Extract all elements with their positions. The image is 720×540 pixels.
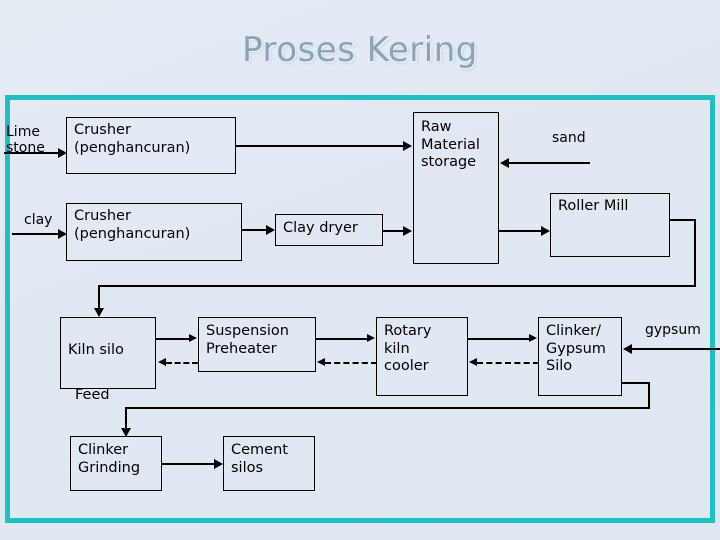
arrowhead-sand-rawstorage <box>500 158 509 168</box>
content-frame <box>5 95 715 523</box>
edge-rollermill-seg1 <box>669 219 696 221</box>
arrowhead-rotarykiln-clinkersilo <box>529 334 537 342</box>
input-label-gypsum: gypsum <box>645 322 701 338</box>
node-kiln-silo-line2: Feed <box>75 387 110 404</box>
edge-gypsum-clinkersilo <box>631 348 720 350</box>
node-suspension-preheater[interactable]: Suspension Preheater <box>198 317 316 372</box>
edge-clinkergrinding-cementsilos <box>162 463 215 465</box>
edge-clinkersilo-seg2 <box>648 382 650 408</box>
arrowhead-kilnsilo-preheater <box>189 334 197 342</box>
edge-preheater-rotarykiln <box>316 338 368 340</box>
arrowhead-gypsum-clinkersilo <box>623 344 632 354</box>
arrowhead-crusherclay-claydryer <box>266 225 275 235</box>
arrowhead-clay-crusher <box>58 229 67 239</box>
node-crusher-clay[interactable]: Crusher (penghancuran) <box>66 203 242 261</box>
arrowhead-clinkersilo-rotarykiln <box>469 358 477 366</box>
arrowhead-preheater-kilnsilo <box>158 358 166 366</box>
arrowhead-crusher-rawstorage <box>403 141 412 151</box>
edge-clinkersilo-seg4 <box>125 407 127 430</box>
node-kiln-silo[interactable]: Kiln silo Feed <box>60 317 156 403</box>
arrowhead-rollermill-kilnsilo <box>94 308 104 317</box>
node-clinker-grinding[interactable]: Clinker Grinding <box>70 436 162 491</box>
arrowhead-preheater-rotarykiln <box>367 334 375 342</box>
edge-claydryer-rawstorage <box>383 230 405 232</box>
node-rotary-kiln-cooler[interactable]: Rotary kiln cooler <box>376 317 468 396</box>
edge-rotarykiln-preheater-dashed <box>325 362 377 364</box>
edge-clinkersilo-rotarykiln-dashed <box>477 362 539 364</box>
input-label-sand: sand <box>552 130 586 146</box>
edge-clinkersilo-seg3 <box>125 407 650 409</box>
arrowhead-claydryer-rawstorage <box>403 226 412 236</box>
node-clay-dryer[interactable]: Clay dryer <box>275 214 383 246</box>
arrowhead-clinkergrinding-cementsilos <box>214 459 223 469</box>
edge-clay-crusher <box>12 233 59 235</box>
node-cement-silos[interactable]: Cement silos <box>223 436 315 491</box>
arrowhead-limestone-crusher <box>58 148 67 158</box>
edge-rotarykiln-clinkersilo <box>468 338 530 340</box>
edge-crusher-rawstorage <box>236 145 404 147</box>
edge-rawstorage-rollermill <box>499 230 543 232</box>
edge-preheater-kilnsilo-dashed <box>166 362 198 364</box>
node-crusher-limestone[interactable]: Crusher (penghancuran) <box>66 117 236 174</box>
page-title: Proses Kering <box>242 30 478 70</box>
node-roller-mill[interactable]: Roller Mill <box>550 193 670 257</box>
edge-kilnsilo-preheater <box>156 338 190 340</box>
node-raw-material-storage[interactable]: Raw Material storage <box>413 112 499 264</box>
node-kiln-silo-line1: Kiln silo <box>68 341 124 358</box>
edge-rollermill-seg4 <box>98 285 100 310</box>
edge-sand-rawstorage <box>508 162 590 164</box>
input-label-clay: clay <box>24 212 53 228</box>
edge-crusherclay-claydryer <box>242 229 267 231</box>
arrowhead-rotarykiln-preheater <box>317 358 325 366</box>
edge-rollermill-seg3 <box>98 285 696 287</box>
edge-rollermill-seg2 <box>694 219 696 286</box>
edge-limestone-crusher <box>4 152 59 154</box>
edge-clinkersilo-seg1 <box>621 382 650 384</box>
node-clinker-gypsum-silo[interactable]: Clinker/ Gypsum Silo <box>538 317 622 396</box>
arrowhead-rawstorage-rollermill <box>541 226 550 236</box>
arrowhead-clinkersilo-clinkergrinding <box>121 428 131 437</box>
